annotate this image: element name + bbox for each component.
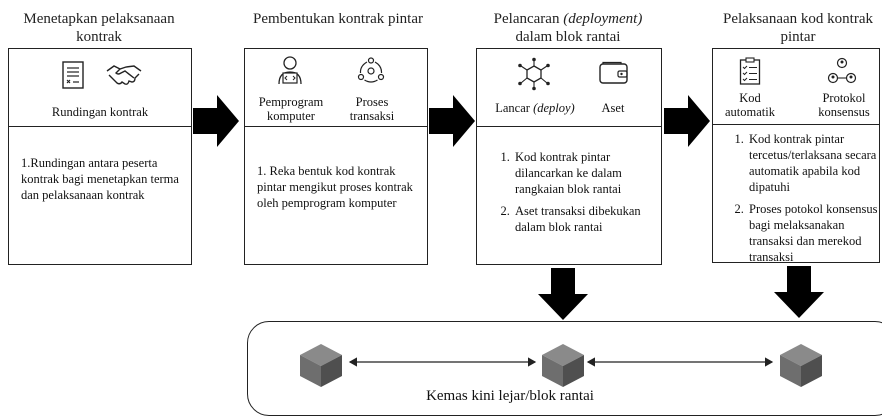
stage-3-list: Kod kontrak pintar dilancarkan ke dalam … — [487, 149, 659, 235]
down-arrow-2 — [774, 266, 824, 318]
deploy-label-em: (deploy) — [533, 101, 575, 115]
stage-3-title-pre: Pelancaran — [493, 11, 564, 27]
stage-1-caption: Rundingan kontrak — [51, 105, 149, 119]
auto-code-label: Kod automatik — [725, 91, 775, 119]
programmer-icon — [278, 56, 302, 85]
stage-2-body: 1. Reka bentuk kod kontrak pintar mengik… — [257, 164, 413, 210]
stage-3-title: Pelancaran (deployment) dalam blok ranta… — [476, 10, 660, 46]
block-cube-icon — [780, 344, 822, 387]
consensus-label: Protokol konsensus — [818, 91, 870, 119]
stage-4-title: Pelaksanaan kod kontrak pintar — [723, 11, 873, 45]
transaction-cycle-icon — [357, 57, 385, 83]
stage-3-header: Lancar (deploy) Aset — [477, 49, 661, 127]
stage-2-header: Pemprogram komputer Proses transaksi — [245, 49, 427, 127]
asset-label: Aset — [601, 101, 625, 115]
stage-3-box: Lancar (deploy) Aset Kod kontrak pintar … — [476, 48, 662, 265]
deploy-label-pre: Lancar — [495, 101, 534, 115]
blockchain-links — [348, 357, 774, 367]
block-cube-icon — [300, 344, 342, 387]
right-arrow-3 — [664, 95, 710, 147]
stage-3-item-1: Kod kontrak pintar dilancarkan ke dalam … — [513, 149, 659, 197]
stage-1-title: Menetapkan pelaksanaan kontrak — [23, 11, 175, 45]
down-arrow-1 — [538, 268, 588, 320]
stage-2-box: Pemprogram komputer Proses transaksi 1. … — [244, 48, 428, 265]
stage-3-title-post: dalam blok rantai — [515, 29, 621, 45]
programmer-label: Pemprogram komputer — [258, 95, 324, 123]
deploy-label: Lancar (deploy) — [483, 101, 587, 115]
document-icon — [62, 61, 84, 89]
stage-4-item-1: Kod kontrak pintar tercetus/terlaksana s… — [747, 131, 879, 195]
handshake-icon — [106, 65, 142, 85]
stage-3-item-2: Aset transaksi dibekukan dalam blok rant… — [513, 203, 659, 235]
consensus-icon — [827, 57, 857, 84]
network-hub-icon — [518, 57, 550, 91]
stage-4-list: Kod kontrak pintar tercetus/terlaksana s… — [721, 131, 879, 265]
stage-1-header: Rundingan kontrak — [9, 49, 191, 127]
transaction-label: Proses transaksi — [349, 95, 395, 123]
clipboard-icon — [739, 57, 761, 85]
right-arrow-2 — [429, 95, 475, 147]
stage-2-title: Pembentukan kontrak pintar — [253, 11, 423, 27]
stage-3-body: Kod kontrak pintar dilancarkan ke dalam … — [487, 149, 659, 241]
stage-4-body: Kod kontrak pintar tercetus/terlaksana s… — [721, 131, 879, 271]
ledger-caption: Kemas kini lejar/blok rantai — [426, 388, 594, 404]
stage-1-body: 1.Rundingan antara peserta kontrak bagi … — [21, 156, 179, 202]
block-cube-icon — [542, 344, 584, 387]
stage-4-header: Kod automatik Protokol konsensus — [713, 49, 879, 125]
stage-1-box: Rundingan kontrak 1.Rundingan antara pes… — [8, 48, 192, 265]
stage-4-item-2: Proses potokol konsensus bagi melaksanak… — [747, 201, 879, 265]
right-arrow-1 — [193, 95, 239, 147]
stage-3-title-em: (deployment) — [563, 11, 643, 27]
wallet-icon — [599, 61, 628, 84]
stage-4-box: Kod automatik Protokol konsensus Kod kon… — [712, 48, 880, 264]
